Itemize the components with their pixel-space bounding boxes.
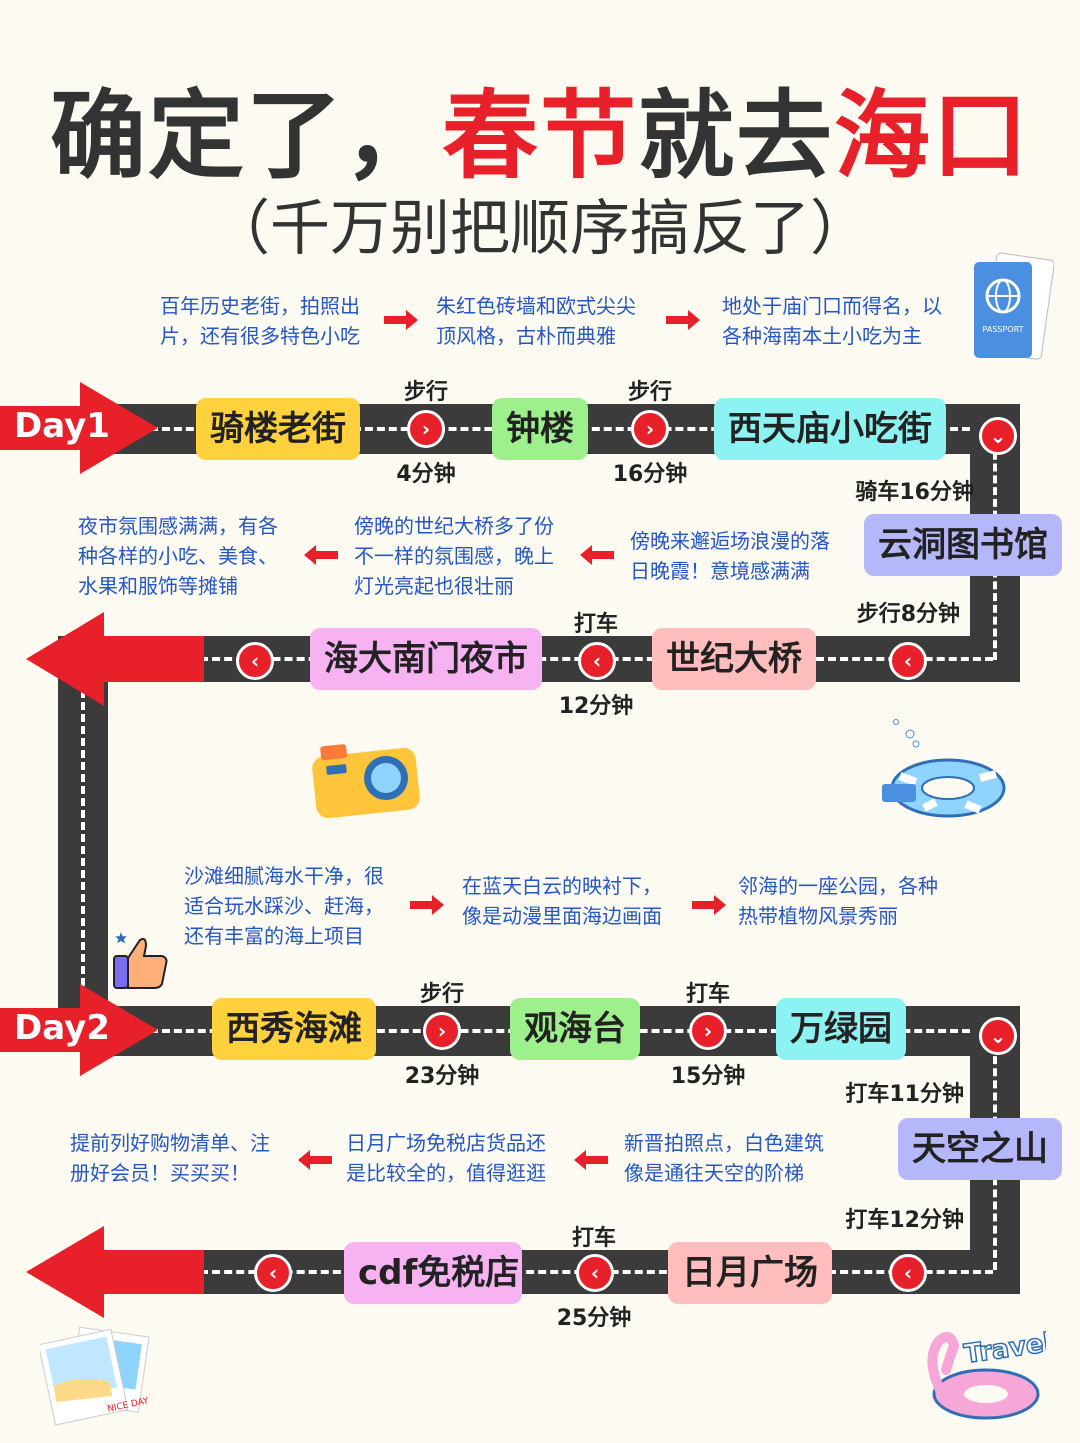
flamingo-float-icon: Travel [927,1327,1046,1420]
place-cdf-duty-free-shop[interactable]: cdf免税店 [344,1242,522,1304]
arrow-right-icon [666,310,700,330]
lifebuoy-icon [882,719,1006,818]
transport-mode: 步行 [419,982,464,1007]
day2-flag [0,984,158,1076]
page-subtitle: （千万别把顺序搞反了） [210,194,870,264]
place-sky-mountain[interactable]: 天空之山 [898,1118,1062,1180]
thumbs-up-icon [113,932,168,989]
arrow-right-icon [384,310,418,330]
travel-time: 12分钟 [558,694,634,719]
place-xitian-temple-food-street[interactable]: 西天庙小吃街 [714,398,946,460]
page-title: 确定了，春节就去海口 [50,80,1030,192]
travel-time: 15分钟 [670,1064,746,1089]
travel-time: 打车11分钟 [845,1082,964,1107]
chevron-down-icon: ⌄ [979,1017,1017,1055]
transport-mode: 步行 [627,380,672,405]
arrow-left-icon [580,545,614,565]
description-century-bridge: 傍晚的世纪大桥多了份不一样的氛围感，晚上灯光亮起也很壮丽 [354,514,554,598]
description-sun-moon-plaza: 日月广场免税店货品还是比较全的，值得逛逛 [346,1131,546,1185]
description-guanhai-platform: 在蓝天白云的映衬下，像是动漫里面海边画面 [462,874,662,928]
description-wanlu-park: 邻海的一座公园，各种热带植物风景秀丽 [738,874,938,928]
place-century-bridge[interactable]: 世纪大桥 [652,628,816,690]
place-qilou-street[interactable]: 骑楼老街 [196,398,360,460]
postcard-icon: NICE DAY [40,1326,150,1426]
travel-time: 16分钟 [612,462,688,487]
description-bell-tower: 朱红色砖墙和欧式尖尖顶风格，古朴而典雅 [436,294,636,348]
chevron-left-icon: ‹ [578,642,616,680]
travel-word: Travel [962,1328,1046,1370]
travel-time: 步行8分钟 [856,602,960,627]
arrow-right-icon [692,895,726,915]
place-haida-south-gate-night-market[interactable]: 海大南门夜市 [310,628,542,690]
description-century-bridge-sunset: 傍晚来邂逅场浪漫的落日晚霞！意境感满满 [630,529,830,583]
transport-mode: 打车 [685,982,730,1007]
transport-mode: 步行 [403,380,448,405]
chevron-left-icon: ‹ [576,1254,614,1292]
camera-icon [312,744,420,818]
chevron-left-icon: ‹ [889,1254,927,1292]
chevron-left-icon: ‹ [254,1254,292,1292]
travel-time: 23分钟 [404,1064,480,1089]
place-wanlu-park[interactable]: 万绿园 [776,998,906,1060]
travel-time: 打车12分钟 [845,1208,964,1233]
place-yundong-library[interactable]: 云洞图书馆 [864,514,1062,576]
description-sun-moon-plaza-photo: 新晋拍照点，白色建筑像是通往天空的阶梯 [624,1131,824,1185]
chevron-right-icon: › [631,410,669,448]
chevron-right-icon: › [407,410,445,448]
chevron-left-icon: ‹ [889,642,927,680]
description-qilou-street: 百年历史老街，拍照出片，还有很多特色小吃 [160,294,360,348]
transport-mode: 打车 [571,1226,616,1251]
travel-time: 骑车16分钟 [855,480,974,505]
arrow-left-icon [304,545,338,565]
day1-flag [0,382,158,474]
description-xitian-temple: 地处于庙门口而得名，以各种海南本土小吃为主 [722,294,942,348]
chevron-right-icon: › [689,1012,727,1050]
day2-label: Day2 [14,1008,110,1048]
arrow-left-icon [26,1226,204,1318]
chevron-left-icon: ‹ [236,642,274,680]
description-xixiu-beach: 沙滩细腻海水干净，很适合玩水踩沙、赶海，还有丰富的海上项目 [184,864,384,948]
passport-icon: PASSPORT [974,252,1054,360]
description-cdf-duty-free: 提前列好购物清单、注册好会员！买买买！ [70,1131,270,1185]
travel-time: 4分钟 [396,462,456,487]
chevron-right-icon: › [423,1012,461,1050]
passport-label: PASSPORT [983,325,1024,334]
place-bell-tower[interactable]: 钟楼 [492,398,588,460]
chevron-down-icon: ⌄ [979,417,1017,455]
travel-time: 25分钟 [556,1306,632,1331]
day1-label: Day1 [14,406,110,446]
arrow-right-icon [410,895,444,915]
transport-mode: 打车 [573,612,618,637]
arrow-left-icon [26,612,204,706]
place-guanhai-platform[interactable]: 观海台 [510,998,640,1060]
place-sun-moon-plaza[interactable]: 日月广场 [668,1242,832,1304]
road-dash [81,690,85,1010]
arrow-left-icon [298,1150,332,1170]
arrow-left-icon [574,1150,608,1170]
description-night-market: 夜市氛围感满满，有各种各样的小吃、美食、水果和服饰等摊铺 [78,514,278,598]
place-xixiu-beach[interactable]: 西秀海滩 [212,998,376,1060]
